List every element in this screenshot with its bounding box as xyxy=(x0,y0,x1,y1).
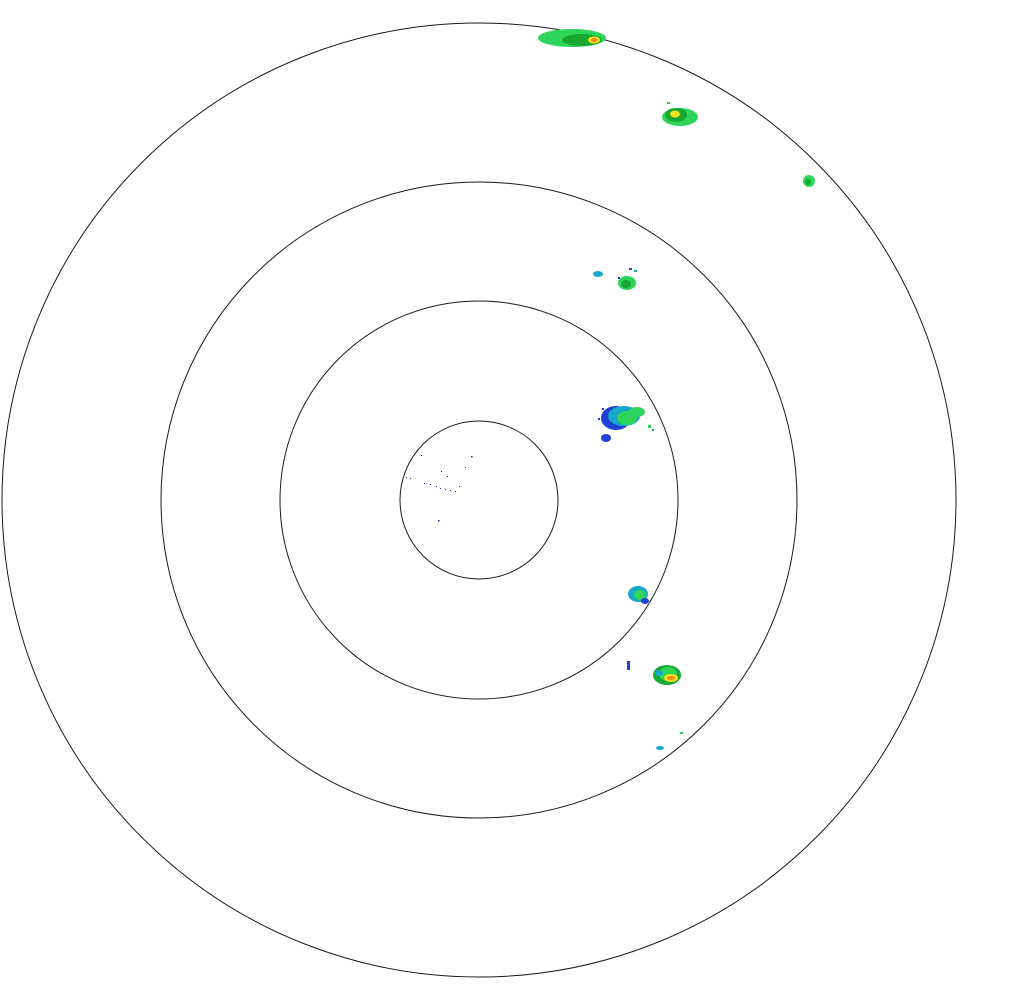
echo-cell-mid-northeast xyxy=(593,268,637,290)
echo-cell-northeast xyxy=(662,102,698,126)
echo-cell-southeast xyxy=(628,586,649,604)
range-ring-3 xyxy=(160,181,798,819)
range-rings xyxy=(1,22,957,978)
range-ring-2 xyxy=(279,300,679,700)
range-ring-4 xyxy=(1,22,957,978)
echo-cell-east xyxy=(598,406,654,442)
echo-cell-south-southeast xyxy=(627,661,681,685)
range-ring-1 xyxy=(399,420,559,580)
echo-cell-southern-specks xyxy=(656,732,683,750)
echo-cell-north-edge xyxy=(538,29,606,47)
ground-clutter xyxy=(406,455,473,522)
echo-cell-far-east xyxy=(803,175,815,187)
